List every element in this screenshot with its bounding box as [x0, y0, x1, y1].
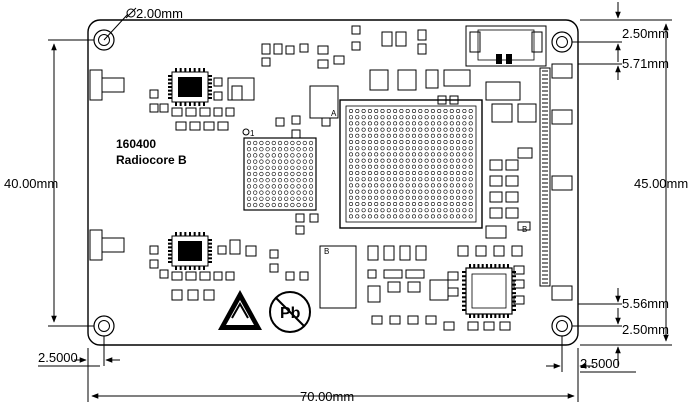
- dimension-bottom-offset: 2.50mm: [622, 322, 669, 337]
- dimension-top-offset: 2.50mm: [622, 26, 669, 41]
- usb-connector: [465, 25, 547, 67]
- qfn-chip-bottom: [168, 232, 212, 270]
- board-name: Radiocore B: [116, 153, 187, 167]
- dimension-height-total: 45.00mm: [634, 176, 688, 191]
- svg-text:Pb: Pb: [280, 305, 301, 322]
- lead-free-icon: Pb: [269, 291, 311, 333]
- dimension-left-hole-offset: 2.5000: [38, 350, 78, 365]
- dimension-lines: [38, 2, 672, 402]
- mark-a: A: [331, 109, 337, 118]
- hole-diameter-symbol: [125, 7, 137, 19]
- dimension-right-hole-offset: 2.5000: [580, 356, 620, 371]
- recycle-triangle-icon: [218, 290, 262, 330]
- mark-pin-1: 1: [250, 129, 255, 138]
- dimension-width-total: 70.00mm: [300, 389, 354, 404]
- passive-components: [149, 25, 537, 331]
- fpga-bga-package: [339, 99, 483, 229]
- memory-ball-grid: [246, 140, 314, 208]
- dimension-connector-bottom: 5.56mm: [622, 296, 669, 311]
- connector-left-top: [89, 69, 125, 101]
- board-part-number: 160400: [116, 137, 156, 151]
- tqfp-chip: [462, 264, 516, 318]
- dimension-hole-diameter: 2.00mm: [136, 6, 183, 21]
- dimension-connector-top: 5.71mm: [622, 56, 669, 71]
- mounting-hole-top-right: [551, 31, 573, 53]
- connector-right: [539, 63, 573, 301]
- board-outline: [87, 19, 579, 346]
- mark-b-left: B: [324, 247, 329, 256]
- qfn-chip-top: [168, 68, 212, 106]
- component-box-b: [319, 245, 357, 309]
- memory-bga-package: [242, 128, 317, 211]
- dimension-hole-spacing-vertical: 40.00mm: [4, 176, 58, 191]
- fpga-ball-grid: [348, 109, 473, 219]
- connector-left-bottom: [89, 229, 125, 261]
